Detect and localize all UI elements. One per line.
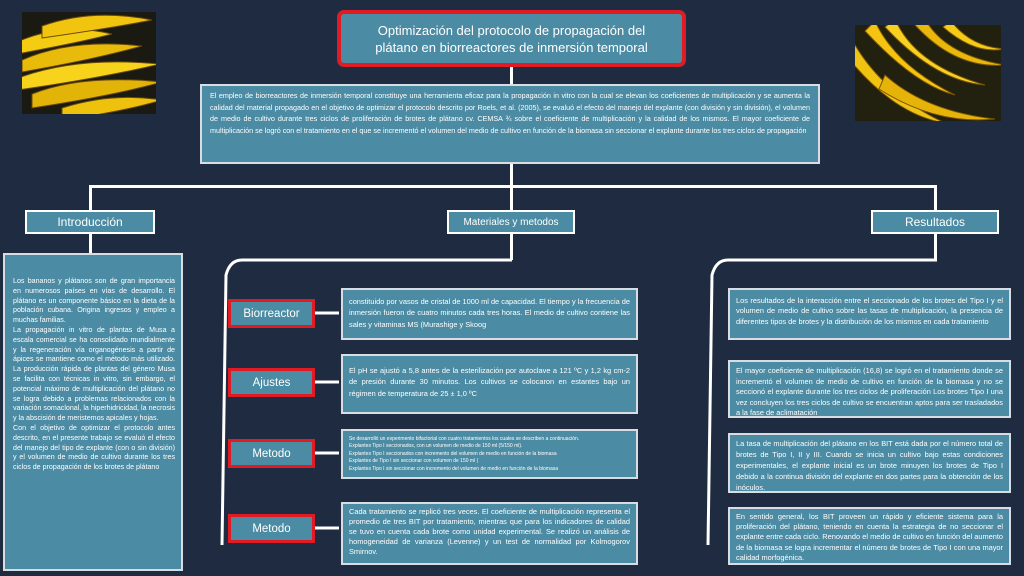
section-header-label: Introducción: [57, 215, 123, 229]
connector-materials-bracket: [220, 258, 512, 546]
intro-paragraph: La propagación in vitro de plantas de Mu…: [13, 325, 175, 423]
section-header-introduccion: Introducción: [25, 210, 155, 234]
treatment-line: Explantes de Tipo I sin seccionar con vo…: [349, 458, 479, 465]
label-text: Metodo: [252, 522, 291, 535]
box-text: El mayor coeficiente de multiplicación (…: [736, 366, 1003, 418]
treatment-line: Explantes Tipo I seccionados con increme…: [349, 450, 557, 457]
label-biorreactor: Biorreactor: [228, 299, 315, 328]
metodo-treatments-list: Se desarrolló un experimento bifactorial…: [341, 429, 638, 479]
box-text: Los resultados de la interacción entre e…: [736, 296, 1003, 326]
label-metodo-1: Metodo: [228, 439, 315, 468]
connector-horizontal-bar: [89, 185, 937, 188]
label-ajustes: Ajustes: [228, 368, 315, 397]
box-text: En sentido general, los BIT proveen un r…: [736, 512, 1003, 562]
metodo-statistics-description: Cada tratamiento se replicó tres veces. …: [341, 502, 638, 565]
connector-to-materials: [510, 185, 513, 210]
section-header-resultados: Resultados: [871, 210, 999, 234]
abstract-box: El empleo de biorreactores de inmersión …: [200, 84, 820, 164]
connector-abstract-trunk: [510, 164, 513, 186]
box-text: La tasa de multiplicación del plátano en…: [736, 439, 1003, 492]
connector-to-results: [934, 185, 937, 210]
connector-title-abstract: [510, 67, 513, 84]
intro-paragraph: Con el objetivo de optimizar el protocol…: [13, 423, 175, 472]
result-box-multiplication-rate: La tasa de multiplicación del plátano en…: [728, 433, 1011, 493]
section-header-label: Resultados: [904, 215, 966, 229]
banana-photo-right: [855, 25, 1001, 121]
label-metodo-2: Metodo: [228, 514, 315, 543]
result-box-interaction: Los resultados de la interacción entre e…: [728, 288, 1011, 340]
connector-to-intro: [89, 185, 92, 210]
result-box-coefficient: El mayor coeficiente de multiplicación (…: [728, 360, 1011, 418]
treatment-line: Explantes Tipo I sin seccionar con incre…: [349, 465, 559, 472]
section-header-materiales: Materiales y metodos: [447, 210, 575, 234]
biorreactor-description: constituido por vasos de cristal de 1000…: [341, 288, 638, 340]
banana-photo-left: [22, 12, 156, 114]
box-text: Cada tratamiento se replicó tres veces. …: [349, 507, 630, 556]
connector-results-down: [934, 234, 937, 260]
connector-materials-down: [510, 234, 513, 260]
section-header-label: Materiales y metodos: [463, 216, 559, 228]
treatment-line: Explantes Tipo I seccionados, con un vol…: [349, 443, 523, 450]
label-text: Ajustes: [252, 376, 291, 389]
intro-paragraph: Los bananos y plátanos son de gran impor…: [13, 277, 175, 325]
connector-results-bracket: [706, 258, 937, 546]
connector-arrows-materials: [315, 311, 339, 530]
ajustes-description: El pH se ajustó a 5,8 antes de la esteri…: [341, 354, 638, 414]
intro-text-box: Los bananos y plátanos son de gran impor…: [3, 253, 183, 571]
box-text: constituido por vasos de cristal de 1000…: [349, 297, 630, 329]
box-text: El pH se ajustó a 5,8 antes de la esteri…: [349, 366, 630, 398]
treatment-line: Se desarrolló un experimento bifactorial…: [349, 436, 580, 442]
label-text: Metodo: [252, 447, 291, 460]
result-box-conclusion: En sentido general, los BIT proveen un r…: [728, 507, 1011, 565]
label-text: Biorreactor: [243, 307, 300, 320]
abstract-text: El empleo de biorreactores de inmersión …: [210, 91, 810, 135]
connector-intro-body: [89, 234, 92, 253]
title-text: Optimización del protocolo de propagació…: [375, 22, 648, 55]
poster-title: Optimización del protocolo de propagació…: [337, 10, 686, 67]
